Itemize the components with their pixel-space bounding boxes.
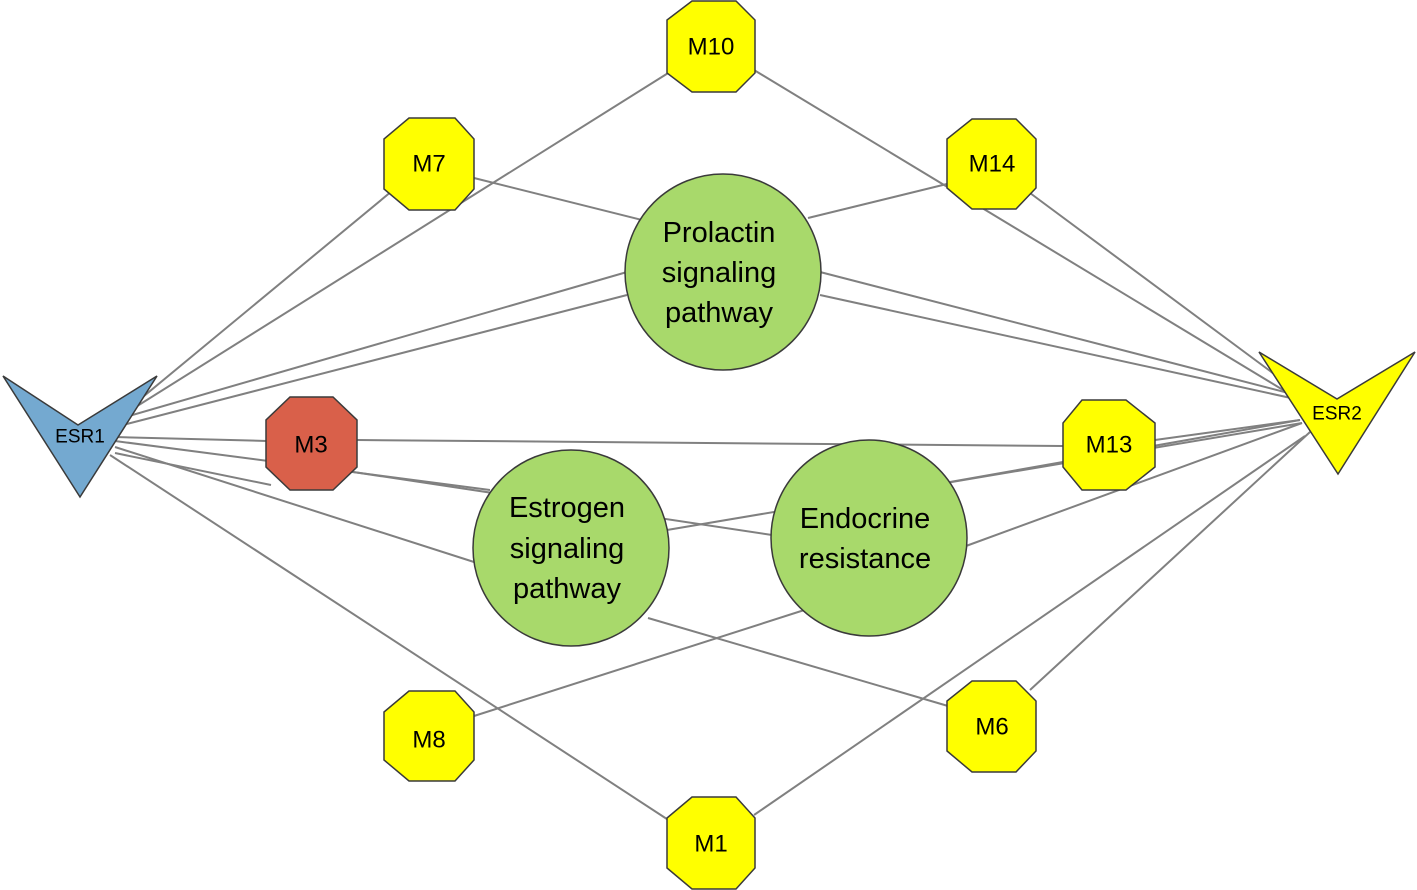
node-m1[interactable]: M1 [666, 796, 756, 890]
m10-shape [666, 0, 756, 93]
edge-m14-esr2 [1029, 192, 1294, 389]
edge-esr1-m7 [114, 190, 393, 421]
m10-label: M10 [688, 34, 735, 61]
node-esr2[interactable]: ESR2 [1258, 351, 1416, 476]
prolactin-label-line-3: pathway [665, 297, 774, 329]
edge-estrogen-m6 [647, 617, 949, 707]
estrogen-label-line-2: signaling [510, 533, 624, 565]
m14-label: M14 [969, 151, 1016, 178]
m6-label: M6 [975, 714, 1008, 741]
node-m8[interactable]: M8 [383, 690, 475, 782]
node-prolactin-pathway[interactable]: Prolactin signaling pathway [624, 173, 822, 371]
edge-m7-prolactin [473, 177, 651, 223]
m1-shape [666, 796, 756, 890]
edge-esr1-m3 [114, 436, 268, 442]
m6-shape [946, 680, 1037, 773]
edge-estrogen-esr2 [666, 422, 1303, 531]
estrogen-label-line-1: Estrogen [509, 492, 625, 524]
node-m14[interactable]: M14 [946, 118, 1037, 210]
m14-shape [946, 118, 1037, 210]
node-endocrine-resistance[interactable]: Endocrine resistance [770, 439, 968, 637]
edge-m14-prolactin [807, 181, 956, 219]
prolactin-label-line-1: Prolactin [663, 217, 776, 249]
edge-esr1-prolactin-b [114, 294, 628, 428]
prolactin-shape [624, 173, 822, 371]
node-m3[interactable]: M3 [265, 396, 358, 491]
m3-label: M3 [294, 432, 327, 459]
endocrine-label-line-2: resistance [799, 543, 931, 575]
node-estrogen-pathway[interactable]: Estrogen signaling pathway [472, 449, 670, 647]
edge-esr1-m10 [114, 69, 674, 421]
m8-shape [383, 690, 475, 782]
node-m10[interactable]: M10 [666, 0, 756, 93]
endocrine-shape [770, 439, 968, 637]
edge-m6-esr2 [1029, 431, 1311, 691]
endocrine-label-line-1: Endocrine [800, 503, 931, 535]
estrogen-label-line-3: pathway [513, 573, 622, 605]
edge-esr1-m1 [109, 454, 674, 824]
m1-label: M1 [694, 831, 727, 858]
m13-label: M13 [1086, 432, 1133, 459]
estrogen-shape [472, 449, 670, 647]
m7-label: M7 [412, 151, 445, 178]
m3-shape [265, 396, 358, 491]
esr1-shape [2, 375, 158, 499]
node-m6[interactable]: M6 [946, 680, 1037, 773]
node-m13[interactable]: M13 [1062, 399, 1156, 491]
m7-shape [383, 117, 475, 211]
edge-m3-m13 [356, 439, 1064, 447]
edge-esr1-m8 [114, 452, 272, 486]
node-esr1[interactable]: ESR1 [2, 375, 158, 499]
m8-label: M8 [412, 727, 445, 754]
edge-m8-endocrine [473, 604, 821, 717]
edge-esr1-prolactin-a [114, 271, 628, 421]
esr1-label: ESR1 [55, 427, 105, 448]
prolactin-label-line-2: signaling [662, 257, 776, 289]
m13-shape [1062, 399, 1156, 491]
edges [109, 69, 1311, 824]
edge-m10-esr2 [753, 69, 1294, 397]
edge-prolactin-esr2-a [819, 271, 1301, 397]
edge-m1-esr2 [753, 435, 1306, 816]
edge-prolactin-esr2-b [819, 294, 1301, 401]
esr2-label: ESR2 [1312, 404, 1362, 425]
node-m7[interactable]: M7 [383, 117, 475, 211]
esr2-shape [1258, 351, 1416, 476]
